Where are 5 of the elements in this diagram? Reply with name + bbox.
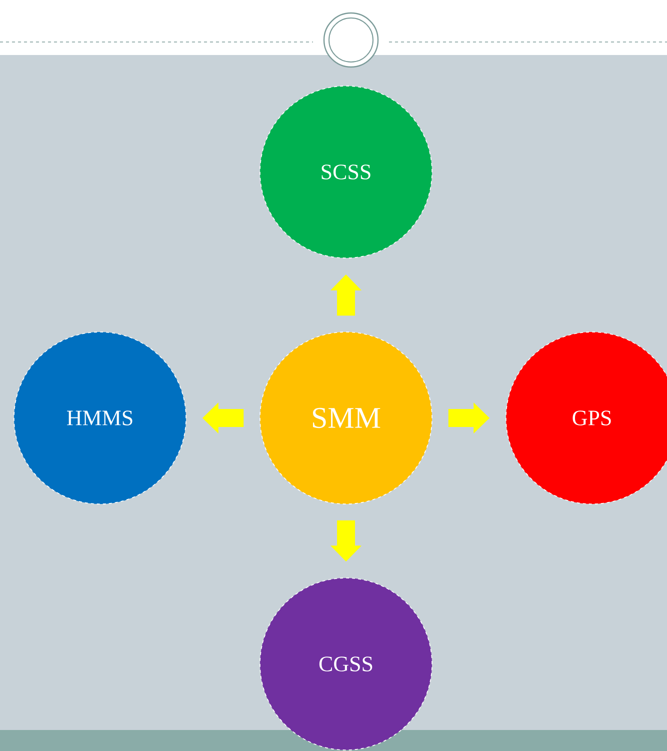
circle-node: CGSS — [260, 578, 432, 750]
circle-node: HMMS — [14, 332, 186, 504]
circle-node: SMM — [260, 332, 432, 504]
circle-node: GPS — [506, 332, 667, 504]
circle-node: SCSS — [260, 86, 432, 258]
